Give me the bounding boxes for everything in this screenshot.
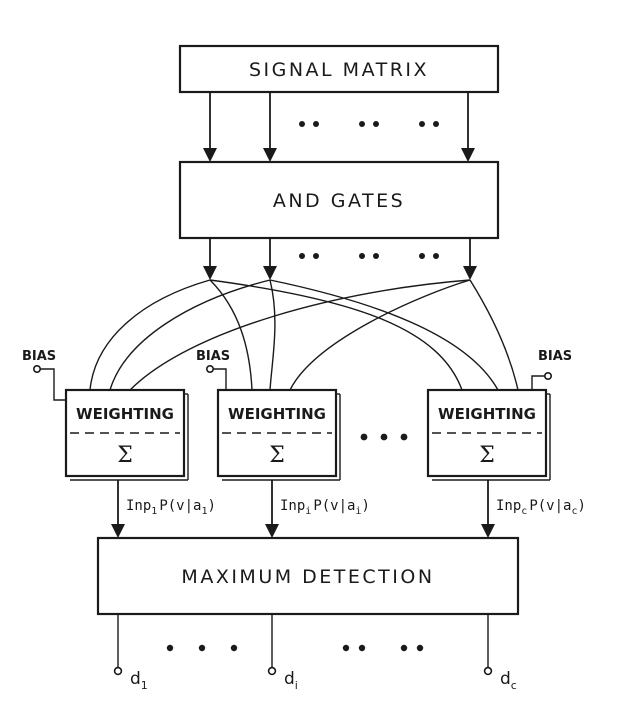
and-gates-label: AND GATES: [273, 190, 405, 212]
output-di: di: [267, 614, 298, 692]
bias-label-middle: BIAS: [196, 349, 230, 364]
and-gates-box: [178, 160, 500, 240]
maximum-detection-label: MAXIMUM DETECTION: [181, 566, 434, 588]
weighting-box-i: WEIGHTING Σ: [216, 388, 341, 481]
svg-text:d1: d1: [130, 669, 148, 692]
weighting-to-detection-arrows: [111, 480, 495, 538]
svg-text:di: di: [284, 669, 298, 692]
bias-input-left: BIAS: [22, 349, 66, 401]
weighting-box-c: WEIGHTING Σ: [426, 388, 551, 481]
output-d1: d1: [113, 614, 148, 692]
weighting-label-1: WEIGHTING: [76, 405, 174, 423]
ellipsis-dots-top: [299, 121, 439, 127]
gates-output-arrows: [203, 238, 477, 280]
bias-input-middle: BIAS: [196, 349, 230, 390]
ellipsis-dots-weighting: [360, 433, 408, 441]
bias-label-right: BIAS: [538, 349, 572, 364]
signal-matrix-box: [178, 44, 500, 94]
ellipsis-dots-middle: [299, 253, 439, 259]
svg-text:dc: dc: [500, 669, 517, 692]
signal-matrix-label: SIGNAL MATRIX: [249, 59, 429, 81]
bias-input-right: BIAS: [531, 349, 572, 392]
weighting-box-1: WEIGHTING Σ: [64, 388, 189, 481]
sum-symbol-1: Σ: [117, 443, 133, 468]
ellipsis-dots-bottom: [166, 644, 424, 652]
maximum-detection-box: [96, 536, 520, 616]
gate-to-weighting-connections: [89, 279, 519, 391]
bias-label-left: BIAS: [22, 349, 56, 364]
weighting-label-i: WEIGHTING: [228, 405, 326, 423]
sum-symbol-c: Σ: [479, 443, 495, 468]
weighting-label-c: WEIGHTING: [438, 405, 536, 423]
sum-symbol-i: Σ: [269, 443, 285, 468]
output-dc: dc: [483, 614, 517, 692]
matrix-to-gates-arrows: [203, 92, 475, 162]
